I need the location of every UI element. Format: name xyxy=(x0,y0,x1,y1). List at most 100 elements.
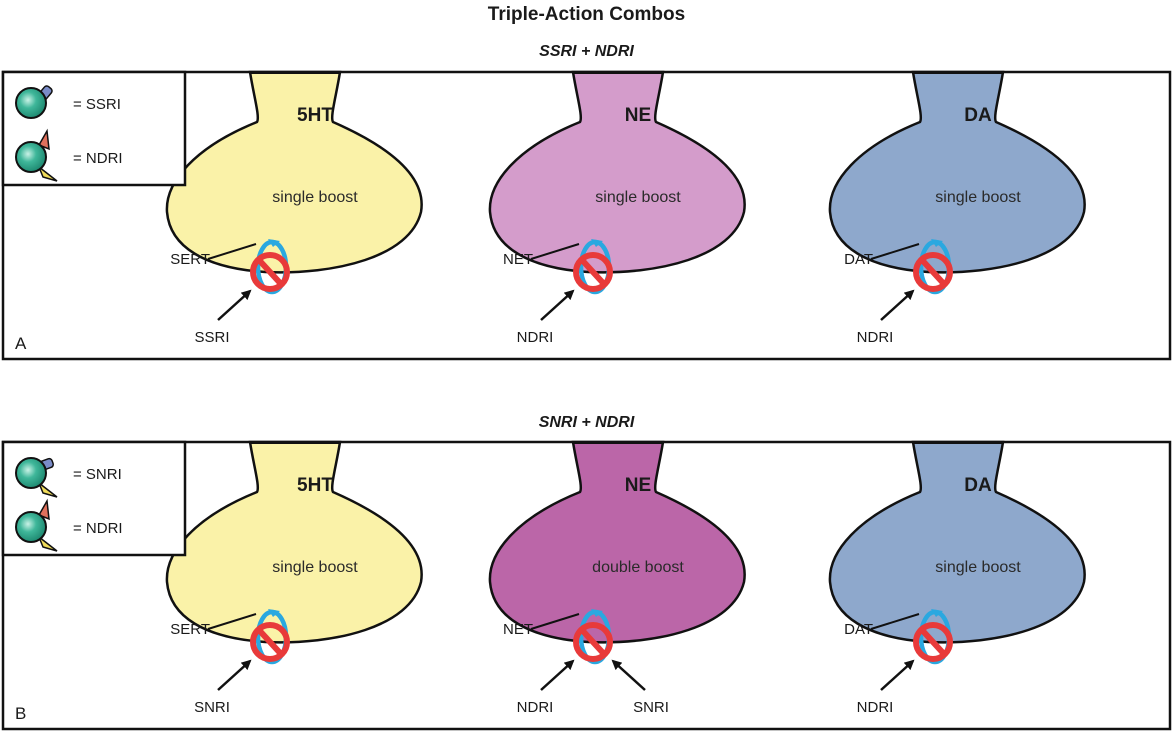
figure-title: Triple-Action Combos xyxy=(487,4,686,25)
block-circle-icon xyxy=(250,252,290,292)
neurotransmitter-label: DA xyxy=(964,475,992,496)
neuron-terminal xyxy=(165,70,423,274)
transporter xyxy=(250,609,290,665)
neurotransmitter-label: NE xyxy=(625,475,651,496)
neuron-top-edge xyxy=(912,71,1004,74)
panel-letter: A xyxy=(15,334,27,353)
drug-sphere-icon xyxy=(15,457,47,489)
drug-arrow xyxy=(540,659,575,691)
neuron-top-edge xyxy=(572,441,664,444)
drug-red-triangle-icon xyxy=(37,498,50,521)
panel-letter: B xyxy=(15,704,26,723)
drug-yellow-triangle-icon xyxy=(37,480,58,498)
block-slash-icon xyxy=(579,627,607,657)
drug-label: NDRI xyxy=(857,699,894,716)
neuron-terminal xyxy=(828,70,1086,274)
neuron-terminal xyxy=(828,440,1086,644)
block-slash-icon xyxy=(919,627,947,657)
neuron-top-edge xyxy=(572,71,664,74)
block-circle-icon xyxy=(573,622,613,662)
legend: = SSRI = NDRI xyxy=(1,70,187,187)
neurotransmitter-label: NE xyxy=(625,105,651,126)
drug-label: SNRI xyxy=(194,699,230,716)
drug-yellow-triangle-icon xyxy=(37,534,58,552)
transporter xyxy=(913,609,953,665)
legend: = SNRI = NDRI xyxy=(1,440,187,557)
transporter xyxy=(913,239,953,295)
neuron-terminal xyxy=(488,70,746,274)
neuron-top-edge xyxy=(249,71,341,74)
transporter-arrow-icon xyxy=(591,609,603,617)
legend-label: = NDRI xyxy=(73,150,123,167)
legend-label: = SSRI xyxy=(73,96,121,113)
drug-label: SNRI xyxy=(633,699,669,716)
transporter xyxy=(573,239,613,295)
neurotransmitter-label: 5HT xyxy=(297,475,333,496)
transporter-label: NET xyxy=(503,251,533,268)
block-slash-icon xyxy=(579,257,607,287)
boost-label: single boost xyxy=(935,559,1021,576)
drug-arrow xyxy=(217,659,252,691)
drug-arrow xyxy=(217,289,252,321)
drug-arrow xyxy=(880,289,915,321)
boost-label: single boost xyxy=(272,189,358,206)
drug-label: SSRI xyxy=(194,329,229,346)
transporter-label: DAT xyxy=(844,251,873,268)
drug-sphere-icon xyxy=(15,87,47,119)
legend-label: = SNRI xyxy=(73,466,122,483)
neuron-terminal xyxy=(488,440,746,644)
block-circle-icon xyxy=(573,252,613,292)
boost-label: single boost xyxy=(272,559,358,576)
neuron-top-edge xyxy=(249,441,341,444)
neuron-terminal xyxy=(165,440,423,644)
transporter-leader-line xyxy=(870,243,920,260)
block-slash-icon xyxy=(256,257,284,287)
transporter-label: SERT xyxy=(170,621,210,638)
drug-arrow xyxy=(540,289,575,321)
transporter-label: DAT xyxy=(844,621,873,638)
panel-b-subtitle: SNRI + NDRI xyxy=(538,414,635,431)
block-slash-icon xyxy=(256,627,284,657)
drug-label: NDRI xyxy=(517,329,554,346)
transporter-arrow-icon xyxy=(591,239,603,247)
drug-arrow xyxy=(880,659,915,691)
boost-label: double boost xyxy=(592,559,684,576)
transporter-arrow-icon xyxy=(268,239,280,247)
drug-label: NDRI xyxy=(517,699,554,716)
transporter-leader-line xyxy=(870,613,920,630)
transporter xyxy=(250,239,290,295)
neuron-top-edge xyxy=(912,441,1004,444)
transporter-label: NET xyxy=(503,621,533,638)
transporter-leader-line xyxy=(207,243,257,260)
transporter-arrow-icon xyxy=(268,609,280,617)
neurotransmitter-label: 5HT xyxy=(297,105,333,126)
drug-label: NDRI xyxy=(857,329,894,346)
drug-yellow-triangle-icon xyxy=(37,164,58,182)
transporter-leader-line xyxy=(207,613,257,630)
drug-sphere-icon xyxy=(15,141,47,173)
boost-label: single boost xyxy=(595,189,681,206)
legend-label: = NDRI xyxy=(73,520,123,537)
block-circle-icon xyxy=(250,622,290,662)
block-circle-icon xyxy=(913,252,953,292)
boost-label: single boost xyxy=(935,189,1021,206)
transporter-arrow-icon xyxy=(931,609,943,617)
drug-arrow xyxy=(611,659,646,691)
transporter xyxy=(573,609,613,665)
block-circle-icon xyxy=(913,622,953,662)
transporter-label: SERT xyxy=(170,251,210,268)
block-slash-icon xyxy=(919,257,947,287)
transporter-arrow-icon xyxy=(931,239,943,247)
drug-red-triangle-icon xyxy=(37,128,50,151)
transporter-leader-line xyxy=(530,613,580,630)
panel-a-subtitle: SSRI + NDRI xyxy=(539,43,634,60)
drug-sphere-icon xyxy=(15,511,47,543)
